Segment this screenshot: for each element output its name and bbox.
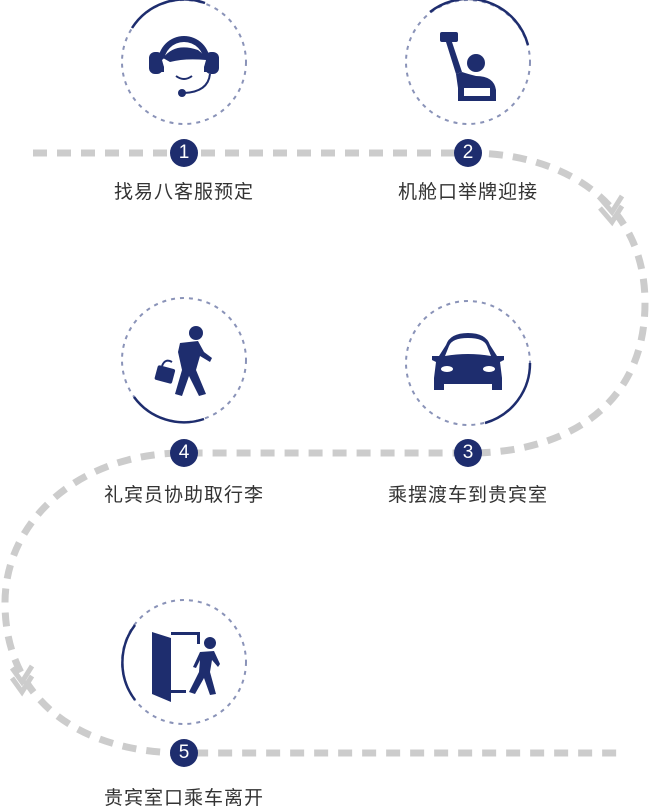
step-label: 找易八客服预定 bbox=[113, 181, 254, 203]
step-label: 机舱口举牌迎接 bbox=[397, 181, 538, 203]
ring-2 bbox=[405, 0, 531, 125]
car-icon bbox=[432, 333, 504, 390]
walking-luggage-icon bbox=[154, 326, 212, 396]
step-label: 贵宾室口乘车离开 bbox=[103, 787, 264, 809]
step-number-badge: 2 bbox=[454, 139, 482, 167]
arrow-left-icon bbox=[9, 664, 35, 697]
arrow-right-icon bbox=[598, 194, 625, 227]
step-label: 乘摆渡车到贵宾室 bbox=[387, 484, 548, 506]
step-number-badge: 4 bbox=[170, 439, 198, 467]
step-number-badge: 5 bbox=[170, 739, 198, 767]
ring-1 bbox=[121, 0, 247, 125]
headset-agent-icon bbox=[149, 36, 219, 97]
sign-holder-icon bbox=[440, 32, 496, 101]
step-number-badge: 1 bbox=[170, 139, 198, 167]
ring-4 bbox=[121, 297, 247, 423]
path-segment-top bbox=[1, 149, 649, 757]
exit-door-icon bbox=[152, 632, 220, 702]
ring-5 bbox=[121, 599, 247, 725]
step-label: 礼宾员协助取行李 bbox=[103, 484, 264, 506]
step-number-badge: 3 bbox=[454, 439, 482, 467]
